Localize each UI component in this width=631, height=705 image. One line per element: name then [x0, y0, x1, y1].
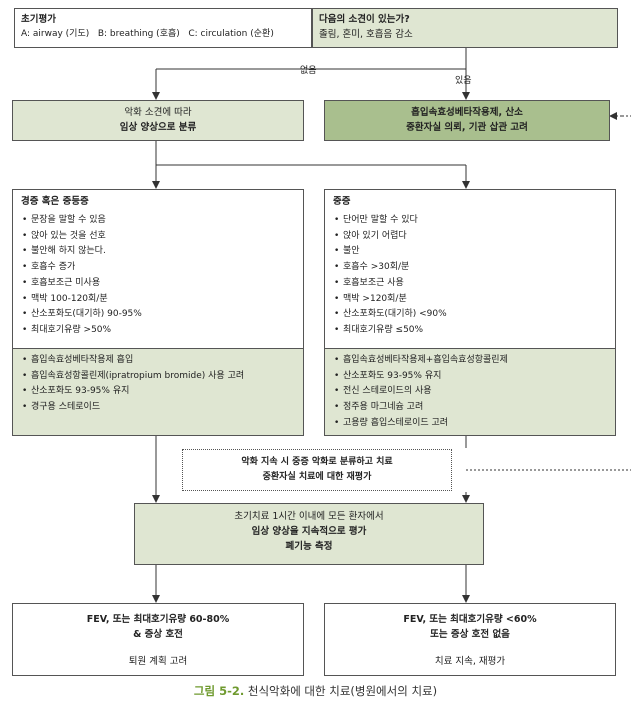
worsening-note-box: 악화 지속 시 중증 악화로 분류하고 치료 중환자실 치료에 대한 재평가 [182, 449, 452, 491]
classify-line2: 임상 양상으로 분류 [119, 122, 197, 133]
list-item: 단어만 말할 수 있다 [333, 213, 607, 229]
list-item: 앉아 있는 것을 선호 [21, 229, 295, 245]
caption-text: 천식악화에 대한 치료(병원에서의 치료) [244, 684, 438, 698]
list-item: 산소포화도 93-95% 유지 [21, 384, 295, 400]
assessment-items: A: airway (기도) B: breathing (호흡) C: circ… [21, 29, 274, 39]
mild-moderate-box: 경증 혹은 중등증 문장을 말할 수 있음 앉아 있는 것을 선호 불안해 하지… [12, 189, 304, 436]
classify-box: 악화 소견에 따라 임상 양상으로 분류 [12, 100, 304, 141]
list-item: 최대호기유량 ≤50% [333, 323, 607, 339]
good-line3: 퇴원 계획 고려 [128, 656, 188, 667]
list-item: 고용량 흡입스테로이드 고려 [333, 416, 607, 432]
severe-box: 중증 단어만 말할 수 있다 앉아 있기 어렵다 불안 호흡수 >30회/분 호… [324, 189, 616, 436]
classify-line1: 악화 소견에 따라 [124, 107, 192, 118]
list-item: 흡입속효성베타작용제 흡입 [21, 353, 295, 369]
list-item: 맥박 >120회/분 [333, 292, 607, 308]
severe-treatment-list: 흡입속효성베타작용제+흡입속효성항콜린제 산소포화도 93-95% 유지 전신 … [333, 353, 607, 432]
severe-title: 중증 [333, 196, 351, 207]
mild-signs-list: 문장을 말할 수 있음 앉아 있는 것을 선호 불안해 하지 않는다. 호흡수 … [21, 213, 295, 339]
worsen-line2: 중환자실 치료에 대한 재평가 [262, 472, 372, 482]
list-item: 경구용 스테로이드 [21, 400, 295, 416]
poor-line1: FEV, 또는 최대호기유량 <60% [403, 614, 537, 625]
reassess-line2: 임상 양상을 지속적으로 평가 [251, 526, 367, 537]
list-item: 불안 [333, 244, 607, 260]
emergency-line2: 중환자실 의뢰, 기관 삽관 고려 [406, 122, 528, 133]
list-item: 흡입속효성항콜린제(ipratropium bromide) 사용 고려 [21, 369, 295, 385]
list-item: 호흡보조근 미사용 [21, 276, 295, 292]
list-item: 최대호기유량 >50% [21, 323, 295, 339]
emergency-box: 흡입속효성베타작용제, 산소 중환자실 의뢰, 기관 삽관 고려 [324, 100, 610, 141]
list-item: 산소포화도(대기하) 90-95% [21, 307, 295, 323]
mild-title: 경증 혹은 중등증 [21, 196, 89, 207]
question-box: 다음의 소견이 있는가? 졸림, 혼미, 호흡음 감소 [312, 8, 618, 48]
good-response-box: FEV, 또는 최대호기유량 60-80% & 증상 호전 퇴원 계획 고려 [12, 603, 304, 676]
list-item: 흡입속효성베타작용제+흡입속효성항콜린제 [333, 353, 607, 369]
mild-treatment-panel: 흡입속효성베타작용제 흡입 흡입속효성항콜린제(ipratropium brom… [13, 348, 303, 435]
list-item: 정주용 마그네슘 고려 [333, 400, 607, 416]
severe-treatment-panel: 흡입속효성베타작용제+흡입속효성항콜린제 산소포화도 93-95% 유지 전신 … [325, 348, 615, 435]
reassess-box: 초기치료 1시간 이내에 모든 환자에서 임상 양상을 지속적으로 평가 폐기능… [134, 503, 484, 565]
list-item: 불안해 하지 않는다. [21, 244, 295, 260]
worsen-line1: 악화 지속 시 중증 악화로 분류하고 치료 [241, 457, 393, 467]
list-item: 산소포화도 93-95% 유지 [333, 369, 607, 385]
poor-line3: 치료 지속, 재평가 [434, 656, 506, 667]
good-line2: & 증상 호전 [133, 629, 183, 640]
no-label: 없음 [300, 66, 317, 76]
list-item: 산소포화도(대기하) <90% [333, 307, 607, 323]
assessment-title: 초기평가 [21, 14, 56, 25]
caption-number: 그림 5-2. [193, 684, 245, 698]
question-items: 졸림, 혼미, 호흡음 감소 [319, 29, 413, 40]
figure-caption: 그림 5-2. 천식악화에 대한 치료(병원에서의 치료) [0, 683, 631, 699]
list-item: 호흡보조근 사용 [333, 276, 607, 292]
mild-treatment-list: 흡입속효성베타작용제 흡입 흡입속효성항콜린제(ipratropium brom… [21, 353, 295, 416]
list-item: 앉아 있기 어렵다 [333, 229, 607, 245]
list-item: 호흡수 증가 [21, 260, 295, 276]
emergency-line1: 흡입속효성베타작용제, 산소 [411, 107, 523, 118]
reassess-line1: 초기치료 1시간 이내에 모든 환자에서 [234, 511, 384, 522]
reassess-line3: 폐기능 측정 [285, 541, 333, 552]
severe-signs-list: 단어만 말할 수 있다 앉아 있기 어렵다 불안 호흡수 >30회/분 호흡보조… [333, 213, 607, 339]
poor-response-box: FEV, 또는 최대호기유량 <60% 또는 증상 호전 없음 치료 지속, 재… [324, 603, 616, 676]
poor-line2: 또는 증상 호전 없음 [430, 629, 510, 640]
list-item: 문장을 말할 수 있음 [21, 213, 295, 229]
yes-label: 있음 [455, 76, 472, 86]
list-item: 전신 스테로이드의 사용 [333, 384, 607, 400]
list-item: 맥박 100-120회/분 [21, 292, 295, 308]
list-item: 호흡수 >30회/분 [333, 260, 607, 276]
question-title: 다음의 소견이 있는가? [319, 14, 410, 25]
good-line1: FEV, 또는 최대호기유량 60-80% [86, 614, 230, 625]
initial-assessment-box: 초기평가 A: airway (기도) B: breathing (호흡) C:… [14, 8, 312, 48]
